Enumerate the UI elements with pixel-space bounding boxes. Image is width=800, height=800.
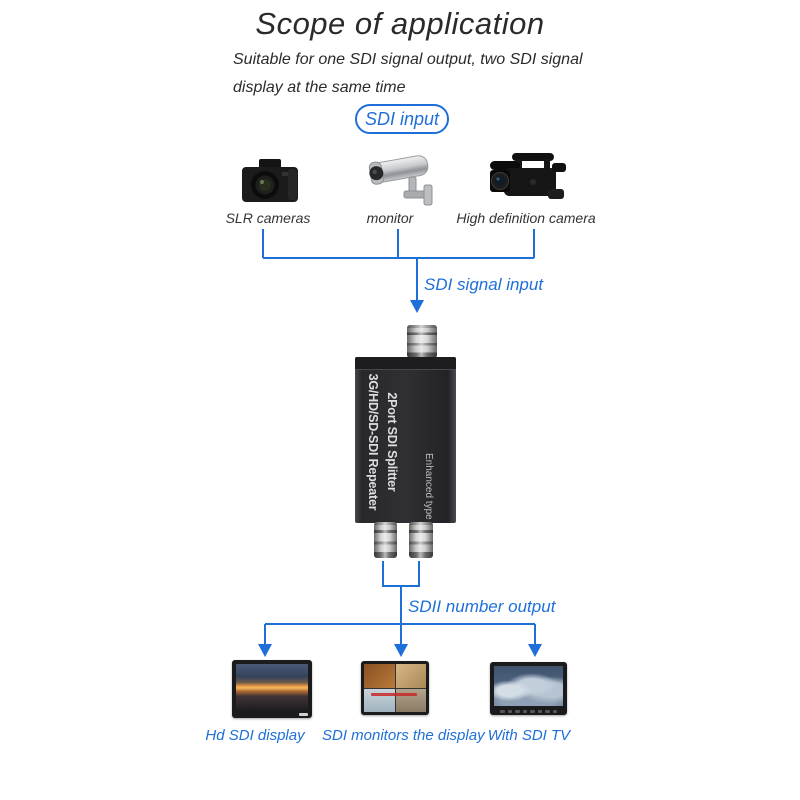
device-title-line1: 2Port SDI Splitter bbox=[385, 392, 399, 492]
device-top-edge bbox=[355, 357, 456, 370]
subtitle-line-2: display at the same time bbox=[233, 79, 406, 96]
source-label-slr: SLR cameras bbox=[225, 210, 311, 226]
bnc-connector-top bbox=[407, 325, 437, 358]
camcorder-icon bbox=[490, 153, 566, 199]
cctv-red-ticker bbox=[371, 693, 417, 696]
output-arrow-head-left bbox=[258, 644, 272, 657]
cctv-cell-1 bbox=[364, 664, 395, 688]
output-label-hd-display: Hd SDI display bbox=[205, 727, 305, 744]
cctv-cell-2 bbox=[395, 664, 426, 688]
splitter-device-body: 2Port SDI Splitter 3G/HD/SD-SDI Repeater… bbox=[355, 357, 456, 523]
device-title-text: 2Port SDI Splitter 3G/HD/SD-SDI Repeater bbox=[363, 367, 401, 517]
cctv-monitor-screen bbox=[364, 664, 426, 712]
bullet-camera-icon bbox=[368, 155, 433, 206]
output-arrow-head-right bbox=[528, 644, 542, 657]
slr-camera-icon bbox=[242, 159, 298, 202]
input-tree-line bbox=[262, 229, 535, 259]
output-arrow-head-center bbox=[394, 644, 408, 657]
output-bus-line bbox=[264, 623, 536, 646]
sdi-input-badge: SDI input bbox=[355, 104, 449, 134]
output-label-sdi-monitors: SDI monitors the display bbox=[322, 727, 485, 744]
output-arrow-label: SDII number output bbox=[408, 597, 556, 616]
input-arrow-label: SDI signal input bbox=[424, 275, 544, 294]
sdi-tv-screen bbox=[494, 666, 563, 706]
bnc-connector-bottom-right bbox=[409, 522, 433, 558]
source-label-hd-camera: High definition camera bbox=[456, 210, 596, 226]
subtitle-line-1: Suitable for one SDI signal output, two … bbox=[233, 51, 583, 68]
page-title: Scope of application bbox=[255, 6, 545, 41]
hd-monitor-logo bbox=[299, 713, 308, 716]
hd-monitor-image bbox=[232, 660, 312, 718]
source-label-monitor: monitor bbox=[366, 210, 414, 226]
input-arrow-head bbox=[410, 300, 424, 313]
cctv-monitor-image bbox=[361, 661, 429, 715]
bnc-connector-bottom-left bbox=[374, 522, 397, 558]
hd-monitor-screen bbox=[236, 664, 308, 710]
device-side-label: Enhanced type bbox=[423, 453, 434, 520]
sdi-tv-buttons bbox=[500, 710, 557, 713]
sdi-tv-image bbox=[490, 662, 567, 715]
device-title-line2: 3G/HD/SD-SDI Repeater bbox=[366, 373, 380, 511]
output-label-sdi-tv: With SDI TV bbox=[487, 727, 571, 744]
